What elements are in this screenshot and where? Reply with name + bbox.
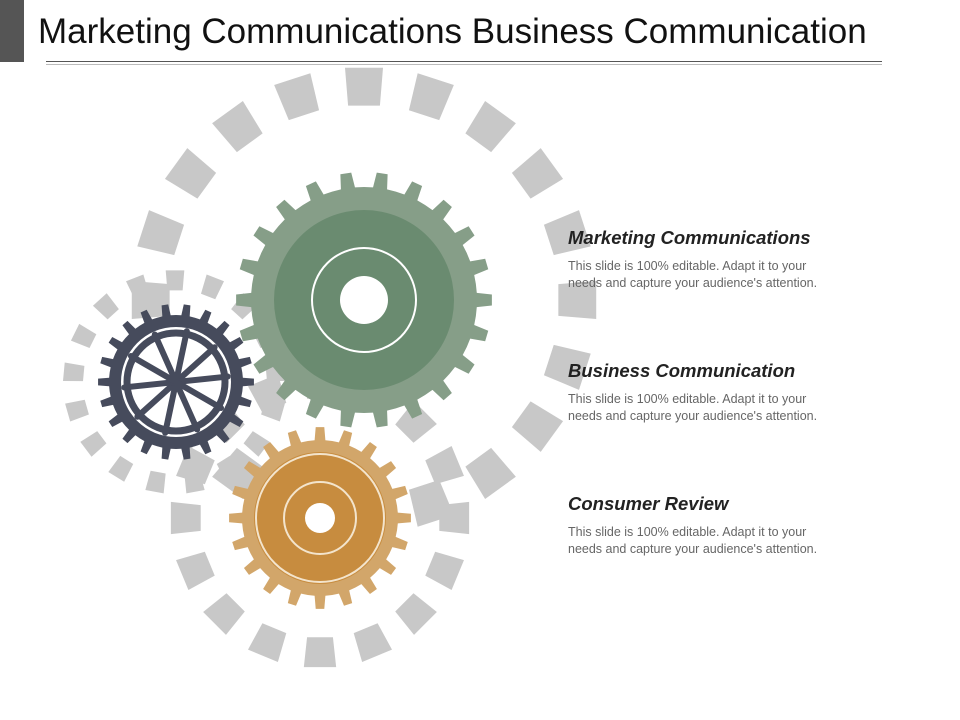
ring-segment	[200, 274, 224, 300]
ring-segment	[425, 446, 464, 485]
ring-segment	[408, 73, 454, 121]
ring-segment	[353, 623, 392, 662]
ring-segment	[70, 323, 97, 348]
item-description-line: This slide is 100% editable. Adapt it to…	[568, 392, 807, 406]
item-description: This slide is 100% editable. Adapt it to…	[568, 391, 888, 425]
item-heading: Business Communication	[568, 360, 796, 381]
item-business-communication: Business Communication This slide is 100…	[568, 360, 888, 425]
ring-segment	[558, 280, 597, 320]
ring-segment	[92, 293, 119, 320]
ring-segment	[80, 431, 107, 457]
ring-segment	[170, 501, 201, 535]
ring-segment	[274, 73, 320, 121]
medium-orange-gear	[229, 427, 411, 609]
ring-segment	[165, 270, 185, 291]
item-description-line: needs and capture your audience's attent…	[568, 409, 818, 423]
title-accent-bar	[0, 0, 24, 62]
ring-segment	[511, 401, 564, 452]
ring-segment	[176, 551, 215, 590]
gear-rim	[123, 329, 229, 435]
small-dark-gear	[98, 304, 254, 460]
ring-segment	[511, 148, 564, 199]
title-divider	[46, 61, 882, 62]
item-heading: Consumer Review	[568, 493, 729, 514]
item-description-line: This slide is 100% editable. Adapt it to…	[568, 525, 807, 539]
gear-inner-ring	[283, 481, 357, 555]
ring-segment	[543, 344, 591, 390]
ring-segment	[63, 362, 85, 382]
ring-segment	[465, 100, 516, 153]
gear-spoke	[151, 331, 201, 433]
ring-segment	[344, 67, 384, 106]
ring-segment	[137, 210, 185, 256]
ring-segment	[65, 399, 89, 422]
item-marketing-communications: Marketing Communications This slide is 1…	[568, 227, 888, 292]
ring-segment	[395, 593, 437, 635]
gear-inner-ring	[311, 247, 417, 353]
ring-segment	[248, 623, 287, 662]
ring-segment	[465, 447, 516, 500]
item-description: This slide is 100% editable. Adapt it to…	[568, 524, 888, 558]
item-description-line: This slide is 100% editable. Adapt it to…	[568, 259, 807, 273]
ring-segment	[108, 455, 134, 482]
item-description-line: needs and capture your audience's attent…	[568, 276, 818, 290]
ring-segment	[261, 399, 285, 422]
ring-segment	[145, 470, 166, 494]
item-description-line: needs and capture your audience's attent…	[568, 542, 818, 556]
large-green-gear	[236, 172, 492, 428]
ring-segment	[543, 210, 591, 256]
ring-segment	[425, 551, 464, 590]
ring-segment	[203, 593, 245, 635]
item-heading: Marketing Communications	[568, 227, 811, 248]
ring-segment	[395, 401, 437, 443]
page-title: Marketing Communications Business Commun…	[38, 12, 867, 51]
ring-segment	[164, 148, 217, 199]
ring-segment	[184, 470, 205, 494]
ring-segment	[126, 274, 150, 300]
gear-outer-ring	[255, 453, 385, 583]
gear-center-hole	[305, 503, 335, 533]
gear-center-hole	[340, 276, 388, 324]
item-description: This slide is 100% editable. Adapt it to…	[568, 258, 888, 292]
ring-segment	[243, 431, 270, 457]
ring-segment	[212, 100, 263, 153]
item-consumer-review: Consumer Review This slide is 100% edita…	[568, 493, 888, 558]
ring-segment	[439, 501, 470, 535]
title-divider-secondary	[46, 64, 882, 65]
ring-segment	[216, 455, 242, 482]
ring-segment	[303, 637, 337, 668]
